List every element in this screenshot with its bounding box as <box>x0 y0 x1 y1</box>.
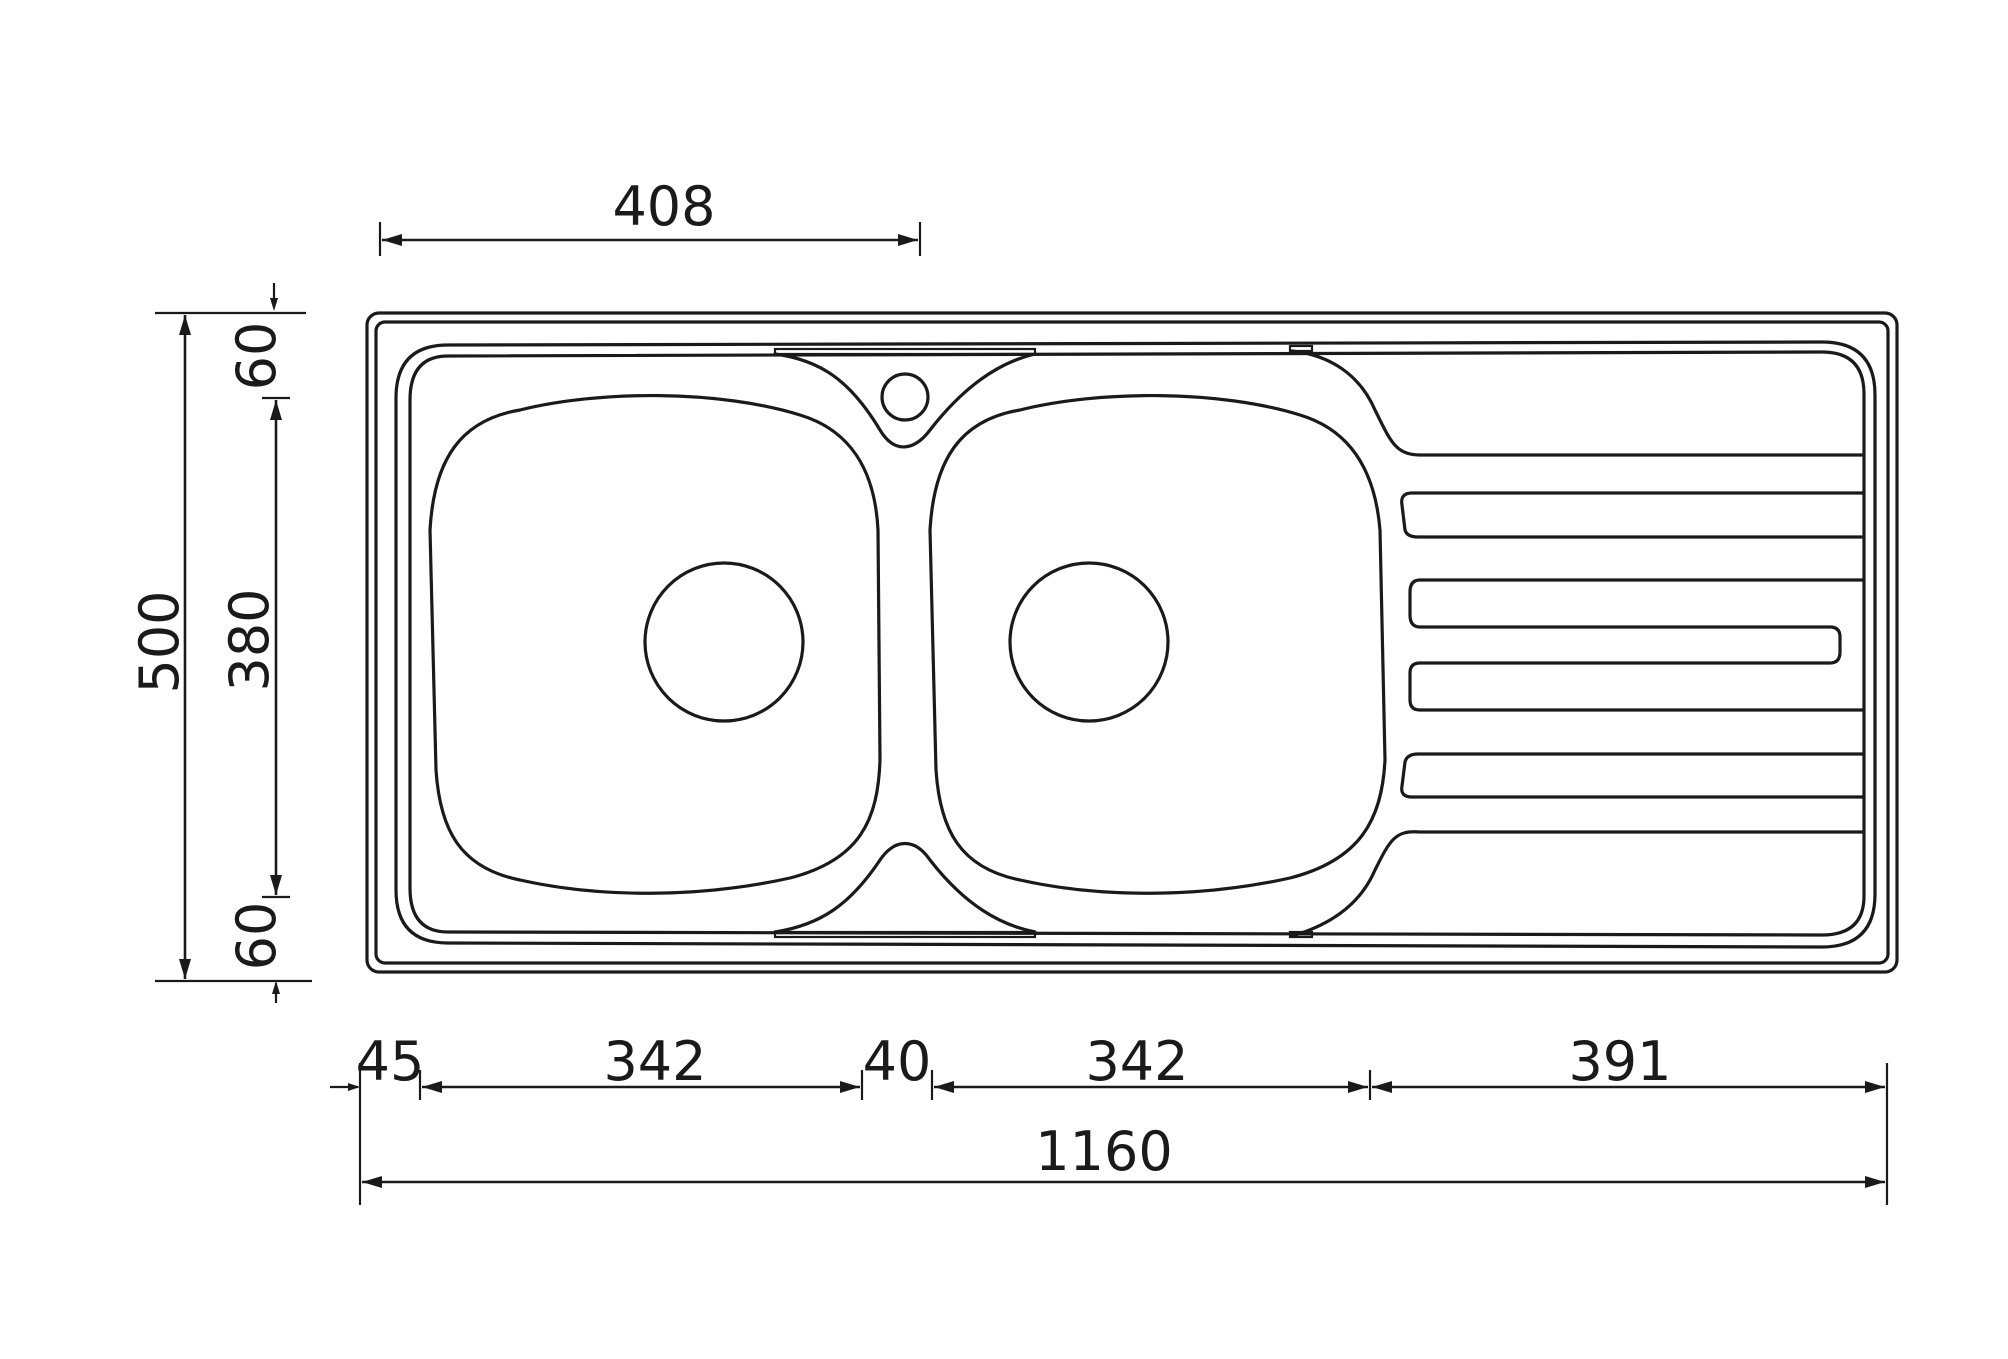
sink-outer-rim <box>365 311 1899 974</box>
bowl-junction-bottom <box>773 842 1037 934</box>
bowl-junction-top <box>773 352 1037 449</box>
drainer-groove-2 <box>1408 578 1866 712</box>
arrow-380-top <box>270 400 282 420</box>
dim-label-overall-depth: 500 <box>128 590 191 693</box>
deck-outline-inner <box>408 350 1866 937</box>
arrow-408-right <box>898 234 918 246</box>
sink-body <box>365 311 1899 974</box>
left-bowl <box>428 393 882 895</box>
dim-label-left-margin: 45 <box>356 1030 425 1093</box>
dimension-lines: 408 500 60 380 60 <box>128 175 1889 1205</box>
dim-label-front-margin: 60 <box>225 902 288 971</box>
arrow-500-bottom <box>179 959 191 979</box>
arrow-500-top <box>179 315 191 335</box>
arrow-391-b <box>1865 1081 1885 1093</box>
top-bridge-left <box>773 347 1037 356</box>
drainer-top-curve <box>1290 349 1866 457</box>
sink-outer-rim-inner <box>374 320 1890 965</box>
arrow-342-left-a <box>422 1081 442 1093</box>
left-bowl-drain <box>643 561 805 723</box>
arrow-45 <box>348 1083 360 1091</box>
drainer-groove-3 <box>1400 752 1866 799</box>
dim-label-left-bowl-width: 342 <box>603 1030 706 1093</box>
dim-label-bowl-gap: 40 <box>863 1030 932 1093</box>
right-bowl-drain <box>1008 561 1170 723</box>
arrow-1160-right <box>1865 1176 1885 1188</box>
arrow-60-top <box>270 298 278 311</box>
arrow-380-bottom <box>270 875 282 895</box>
bottom-bridge-left <box>773 930 1037 939</box>
arrow-342-right-a <box>934 1081 954 1093</box>
dim-label-right-bowl-width: 342 <box>1085 1030 1188 1093</box>
arrow-342-left-b <box>840 1081 860 1093</box>
deck-outline-outer <box>394 340 1877 949</box>
dim-label-bowl-depth: 380 <box>218 588 281 691</box>
dim-label-bowl-offset: 408 <box>612 175 715 238</box>
arrow-408-left <box>382 234 402 246</box>
arrow-1160-left <box>362 1176 382 1188</box>
drainer-bottom-curve <box>1290 830 1866 938</box>
dim-label-overall-width: 1160 <box>1035 1120 1172 1183</box>
drainer <box>1290 349 1866 938</box>
arrow-391-a <box>1372 1081 1392 1093</box>
dim-label-drainer-width: 391 <box>1568 1030 1671 1093</box>
tap-hole <box>880 372 930 422</box>
arrow-60-bottom <box>272 981 280 994</box>
drainer-groove-1 <box>1400 491 1866 539</box>
arrow-342-right-b <box>1348 1081 1368 1093</box>
right-bowl <box>928 393 1387 895</box>
dim-label-back-margin: 60 <box>225 322 288 391</box>
